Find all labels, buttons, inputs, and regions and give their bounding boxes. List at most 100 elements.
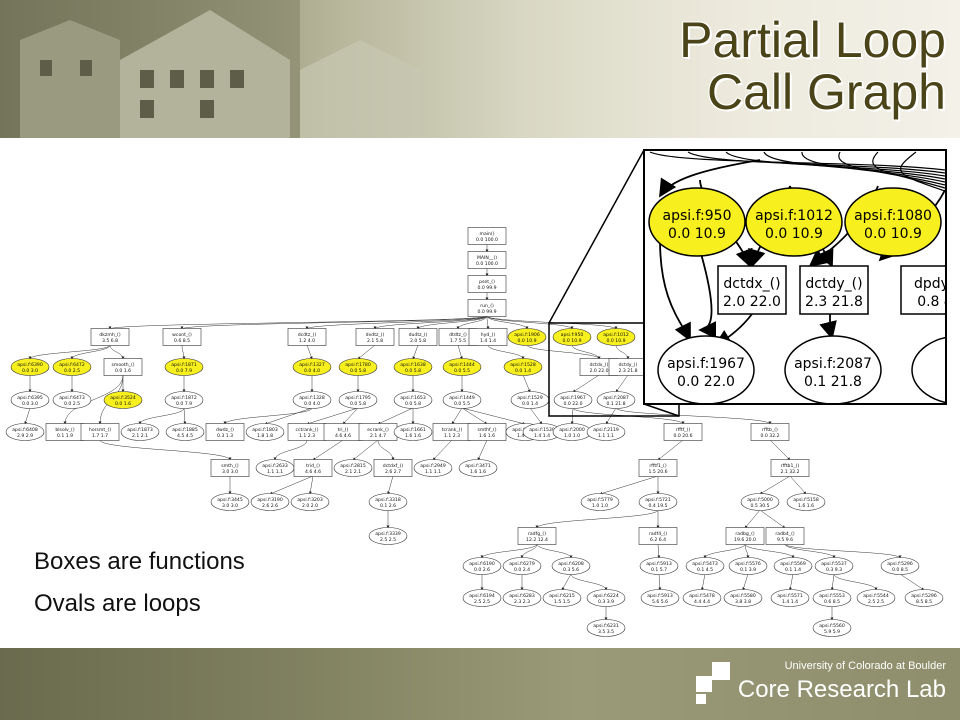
zoom-loop-apsi: apsi0 <box>911 336 945 403</box>
zoom-edge <box>698 249 717 339</box>
function-node-main: main()0.0 100.0 <box>467 227 507 245</box>
call-edge <box>223 407 313 425</box>
node-values: 3.0 3.0 <box>222 469 238 475</box>
call-edge <box>526 344 601 360</box>
node-label: apsi.f:2119 <box>593 427 619 433</box>
zoom-node-label: apsi.f:1012 <box>755 208 833 224</box>
zoom-node-values: 0.0 10.9 <box>765 226 823 242</box>
call-edge <box>487 344 525 360</box>
call-edge <box>352 439 379 461</box>
call-edge <box>899 573 925 591</box>
function-node-dctdy: dctdy_()2.3 21.8 <box>608 358 648 376</box>
call-edge <box>570 573 608 591</box>
call-edge <box>744 543 795 559</box>
call-edge <box>377 407 414 425</box>
node-label: apsi.f:1803 <box>252 427 278 433</box>
node-label: apsi.f:1328 <box>299 395 325 401</box>
function-node-dctdxf: dctdxf_()2.6 2.7 <box>373 459 413 477</box>
function-node-dwdz: dwdz_()0.3 1.3 <box>205 423 245 441</box>
function-node-pset: pset_()0.0 99.9 <box>467 275 507 293</box>
function-node-smooth: smooth_()0.0 1.6 <box>103 358 143 376</box>
node-label: apsi.f:5537 <box>821 561 847 567</box>
node-values: 0.0 8.5 <box>892 567 908 573</box>
node-label: apsi.f:5158 <box>793 497 819 503</box>
node-values: 2.3 21.8 <box>619 368 638 374</box>
node-values: 2.1 32.2 <box>781 469 800 475</box>
node-label: dwdz_() <box>216 427 234 433</box>
node-label: apsi.f:5571 <box>777 593 803 599</box>
zoom-node-label: dpdy_ <box>914 276 957 292</box>
node-label: apsi.f:5569 <box>780 561 806 567</box>
zoom-node-values: 0.0 22.0 <box>677 374 735 390</box>
university-name: University of Colorado at Boulder <box>784 660 946 672</box>
node-label: apsi.f:5296 <box>911 593 937 599</box>
node-values: 1.0 1.0 <box>564 433 580 439</box>
function-node-dudtz: dudtz_()2.0 5.8 <box>398 328 438 346</box>
node-values: 1.0 1.0 <box>592 503 608 509</box>
node-values: 1.5 1.5 <box>554 599 570 605</box>
node-values: 2.6 2.6 <box>262 503 278 509</box>
node-label: smth_() <box>221 463 239 469</box>
function-node-main: MAIN__()0.0 100.0 <box>467 251 507 269</box>
node-label: apsi.f:6472 <box>59 362 85 368</box>
node-values: 0.0 99.9 <box>478 309 497 315</box>
call-edge <box>759 509 786 529</box>
node-values: 0.1 3.9 <box>740 567 756 573</box>
node-label: blsolv_() <box>55 427 74 433</box>
node-label: apsi.f:1661 <box>400 427 426 433</box>
call-edge <box>306 407 359 425</box>
node-values: 2.5 2.5 <box>474 599 490 605</box>
node-label: apsi.f:5779 <box>587 497 613 503</box>
function-node-hyd: hyd_()1.4 1.4 <box>468 328 508 346</box>
zoom-edge <box>872 151 945 189</box>
node-values: 0.0 2.5 <box>64 368 80 374</box>
node-values: 0.6 8.5 <box>824 599 840 605</box>
call-edge <box>412 344 419 360</box>
call-edge <box>658 573 662 591</box>
node-values: 0.0 20.6 <box>674 433 693 439</box>
zoom-node-values: 0.8 4 <box>917 294 953 310</box>
call-edge <box>744 543 750 559</box>
node-label: apsi.f:5913 <box>647 593 673 599</box>
call-edge <box>520 543 538 559</box>
node-label: rfftf1_() <box>649 463 666 469</box>
node-label: ecrank_() <box>367 427 389 433</box>
node-values: 5.9 5.9 <box>824 629 840 635</box>
node-label: apsi.f:1529 <box>517 395 543 401</box>
zoom-function-dctdy: dctdy_()2.3 21.8 <box>799 265 869 315</box>
call-edge <box>451 407 463 425</box>
function-node-smthf: smthf_()1.6 1.6 <box>467 423 507 441</box>
node-values: 1.6 1.6 <box>798 503 814 509</box>
node-label: apsi.f:6283 <box>509 593 535 599</box>
node-values: 2.6 2.7 <box>385 469 401 475</box>
node-values: 0.0 5.8 <box>405 401 421 407</box>
node-values: 0.0 10.9 <box>518 338 537 344</box>
call-edge <box>24 407 31 425</box>
zoom-node-label: apsi.f:1080 <box>854 208 932 224</box>
node-values: 12.2 12.4 <box>526 537 548 543</box>
call-edge <box>183 407 187 425</box>
node-values: 0.5 30.5 <box>751 503 770 509</box>
call-edge <box>615 344 630 360</box>
node-values: 0.0 3.0 <box>22 401 38 407</box>
function-node-rfftb1: rfftb1_()2.1 32.2 <box>770 459 810 477</box>
node-values: 5.6 5.6 <box>652 599 668 605</box>
node-values: 2.3 2.3 <box>514 599 530 605</box>
function-node-radb4: radb4_()9.5 9.6 <box>765 527 805 545</box>
node-values: 1.1 1.1 <box>267 469 283 475</box>
node-values: 0.0 4.0 <box>304 401 320 407</box>
